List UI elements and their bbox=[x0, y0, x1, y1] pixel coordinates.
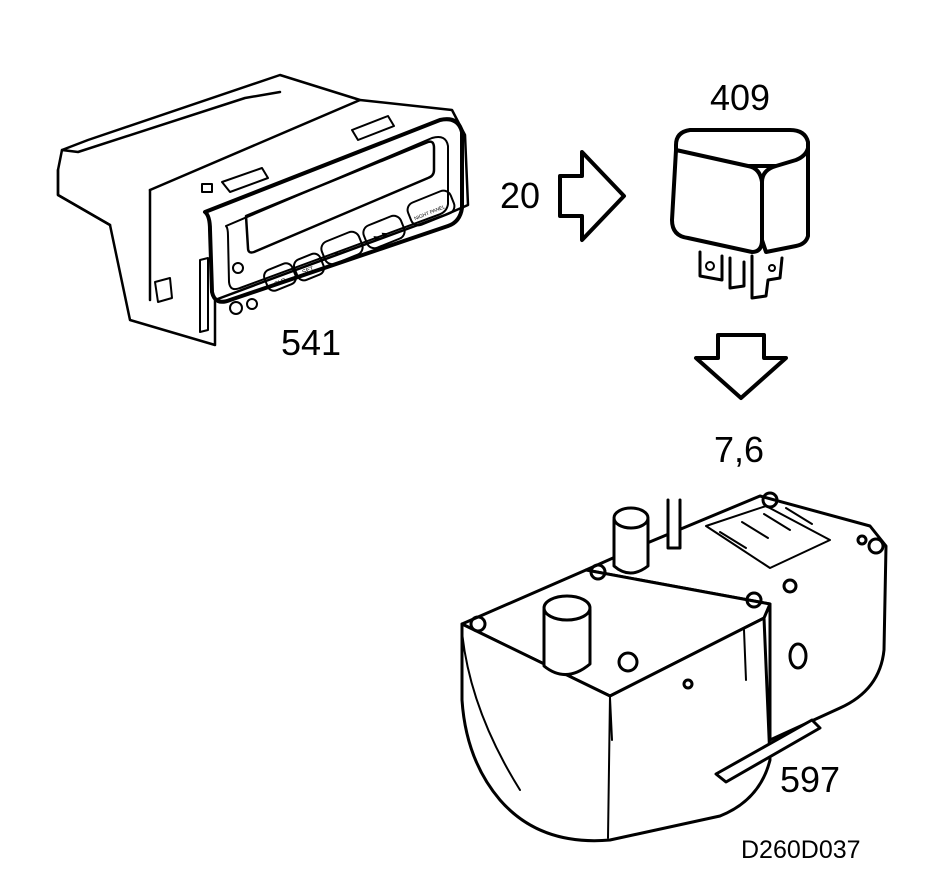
display-to-relay-wire: 20 bbox=[500, 175, 540, 216]
display-unit-number: 541 bbox=[281, 322, 341, 363]
heater-illustration bbox=[460, 491, 888, 843]
heater-number: 597 bbox=[780, 759, 840, 800]
arrow-down-icon bbox=[694, 333, 788, 400]
svg-text:CLR: CLR bbox=[274, 278, 288, 288]
reference-code: D260D037 bbox=[741, 836, 861, 864]
relay-illustration bbox=[670, 128, 810, 300]
relay-to-heater-wire: 7,6 bbox=[714, 429, 764, 470]
relay-number: 409 bbox=[710, 77, 770, 118]
svg-text:SET: SET bbox=[302, 266, 315, 276]
svg-text:●·–: ●·– bbox=[333, 246, 348, 259]
arrow-right-icon bbox=[558, 150, 626, 242]
display-unit-illustration: CLR SET ●·– ▶·▶ NIGHT PANEL bbox=[56, 73, 470, 347]
